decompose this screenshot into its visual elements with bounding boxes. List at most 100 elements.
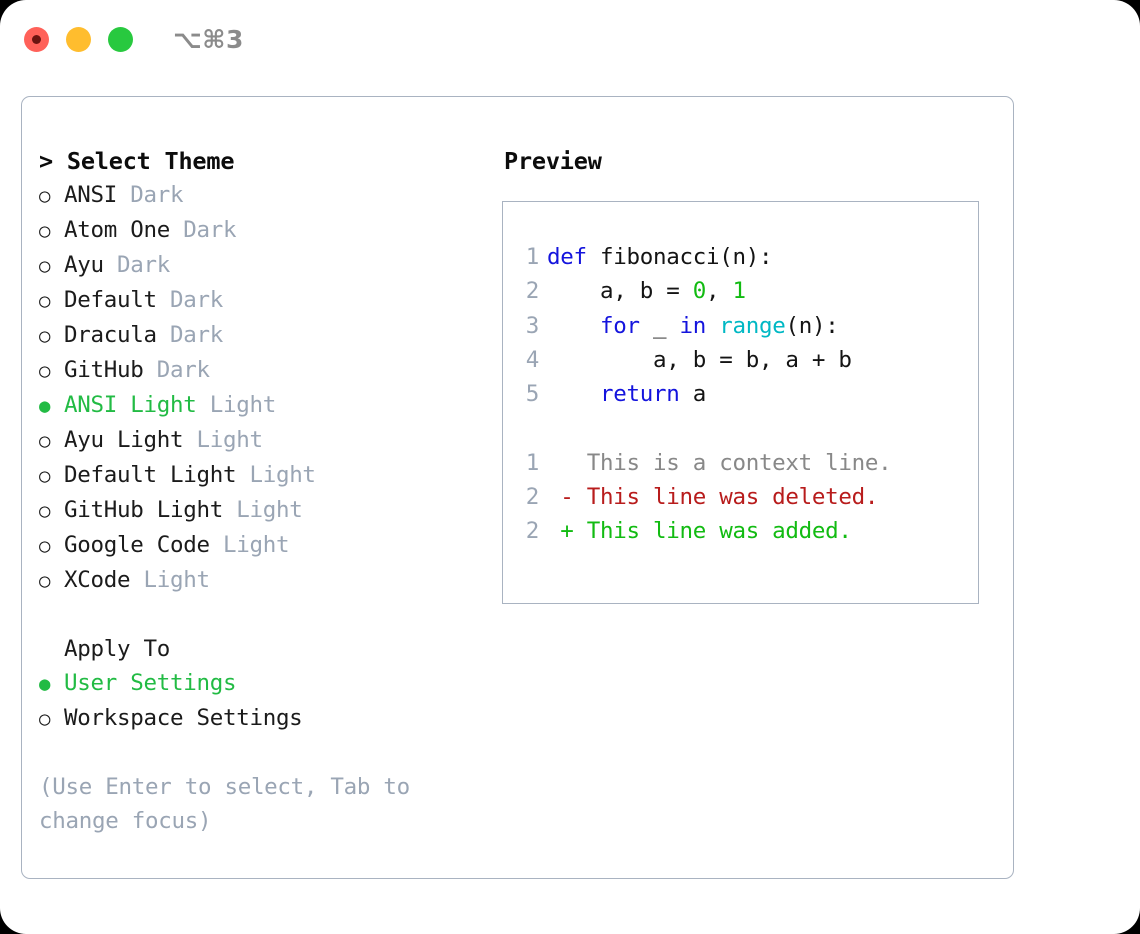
theme-option-label: Ayu bbox=[64, 252, 104, 278]
token-plain bbox=[706, 313, 719, 339]
minimize-button[interactable] bbox=[66, 26, 91, 52]
token-del: - This line was deleted. bbox=[547, 484, 879, 511]
code-line: 3 for _ in range(n): bbox=[503, 309, 978, 343]
theme-option-item[interactable]: ○ Default Light Light bbox=[39, 458, 502, 493]
radio-selected-icon: ● bbox=[39, 395, 51, 417]
theme-variant-badge: Light bbox=[209, 532, 290, 558]
theme-option-label: Dracula bbox=[64, 322, 157, 348]
theme-variant-badge: Light bbox=[196, 392, 277, 418]
radio-unselected-icon: ○ bbox=[39, 500, 51, 522]
theme-option-label: XCode bbox=[64, 567, 131, 593]
token-ctx: This is a context line. bbox=[547, 449, 892, 476]
code-text: a, b = b, a + b bbox=[547, 343, 852, 377]
radio-unselected-icon: ○ bbox=[39, 185, 51, 207]
close-button[interactable] bbox=[24, 26, 49, 52]
theme-option-item[interactable]: ○GitHub Dark bbox=[39, 353, 502, 388]
code-text: def fibonacci(n): bbox=[547, 240, 773, 274]
window-controls bbox=[24, 26, 133, 52]
line-number: 2 bbox=[525, 278, 540, 305]
theme-variant-badge: Dark bbox=[143, 357, 210, 383]
close-icon bbox=[32, 34, 41, 44]
token-kw: for bbox=[600, 312, 640, 339]
theme-variant-badge: Dark bbox=[156, 322, 223, 348]
theme-option-item[interactable]: ○ ANSI Dark bbox=[39, 178, 502, 213]
token-fn: range bbox=[719, 312, 786, 339]
code-line: 5 return a bbox=[503, 377, 978, 411]
token-plain bbox=[547, 381, 600, 407]
code-line: 2 + This line was added. bbox=[503, 514, 978, 548]
radio-unselected-icon: ○ bbox=[39, 290, 51, 312]
theme-option-item[interactable]: ○ XCode Light bbox=[39, 563, 502, 598]
theme-variant-badge: Light bbox=[222, 497, 303, 523]
token-add: + This line was added. bbox=[547, 518, 852, 545]
theme-option-label: GitHub Light bbox=[64, 497, 223, 523]
code-text: for _ in range(n): bbox=[547, 309, 839, 343]
code-line: 1 This is a context line. bbox=[503, 446, 978, 480]
theme-option-item[interactable]: ○Ayu Light Light bbox=[39, 423, 502, 458]
token-num: 0 bbox=[692, 278, 707, 305]
main-panel: > Select Theme ○ANSI Dark○Atom One Dark○… bbox=[21, 96, 1014, 879]
radio-unselected-icon: ○ bbox=[39, 360, 51, 382]
radio-selected-icon: ● bbox=[39, 673, 51, 695]
page-title: > Select Theme bbox=[39, 147, 235, 175]
apply-to-list[interactable]: ● User Settings ○ Workspace Settings bbox=[39, 666, 502, 736]
theme-option-item[interactable]: ○Ayu Dark bbox=[39, 248, 502, 283]
apply-option-label: User Settings bbox=[64, 670, 237, 696]
theme-list[interactable]: ○ANSI Dark○Atom One Dark○Ayu Dark○Defaul… bbox=[39, 178, 502, 598]
theme-option-item[interactable]: ○ Dracula Dark bbox=[39, 318, 502, 353]
radio-unselected-icon: ○ bbox=[39, 570, 51, 592]
token-plain: , bbox=[705, 278, 733, 305]
theme-option-label: ANSI Light bbox=[64, 392, 197, 418]
code-text: + This line was added. bbox=[547, 514, 852, 548]
radio-unselected-icon: ○ bbox=[39, 465, 51, 487]
list-spacer bbox=[39, 598, 502, 632]
theme-variant-badge: Light bbox=[183, 427, 263, 453]
theme-option-label: Ayu Light bbox=[64, 427, 184, 453]
theme-option-item[interactable]: ○ GitHub Light Light bbox=[39, 493, 502, 528]
code-text: return a bbox=[547, 377, 706, 411]
theme-option-item[interactable]: ○Default Dark bbox=[39, 283, 502, 318]
line-number: 1 bbox=[525, 449, 540, 476]
theme-option-label: ANSI bbox=[64, 182, 117, 208]
apply-option-label: Workspace Settings bbox=[64, 705, 303, 731]
token-plain bbox=[547, 313, 600, 339]
radio-unselected-icon: ○ bbox=[39, 708, 51, 730]
token-plain: fibonacci(n): bbox=[586, 244, 773, 270]
code-text: This is a context line. bbox=[547, 446, 892, 480]
theme-variant-badge: Dark bbox=[117, 182, 184, 208]
code-diff-separator bbox=[503, 411, 978, 445]
code-line: 1 def fibonacci(n): bbox=[503, 240, 978, 274]
token-plain: _ bbox=[639, 312, 680, 339]
line-number: 4 bbox=[525, 346, 540, 373]
token-plain: a bbox=[679, 381, 707, 408]
token-kw: def bbox=[547, 244, 587, 270]
code-line: 2 - This line was deleted. bbox=[503, 480, 978, 514]
line-number: 1 bbox=[525, 244, 540, 270]
code-line: 4 a, b = b, a + b bbox=[503, 343, 978, 377]
apply-option-item[interactable]: ● User Settings bbox=[39, 666, 502, 701]
theme-option-item[interactable]: ● ANSI Light Light bbox=[39, 388, 502, 423]
theme-option-item[interactable]: ○Google Code Light bbox=[39, 528, 502, 563]
line-number: 2 bbox=[525, 484, 540, 511]
token-num: 1 bbox=[732, 278, 746, 305]
code-text: - This line was deleted. bbox=[547, 480, 878, 514]
theme-variant-badge: Dark bbox=[156, 287, 223, 313]
apply-option-item[interactable]: ○ Workspace Settings bbox=[39, 701, 502, 736]
title-bar: ⌥⌘3 bbox=[0, 0, 1140, 78]
maximize-button[interactable] bbox=[108, 26, 133, 52]
code-line: 2 a, b = 0, 1 bbox=[503, 274, 978, 308]
theme-variant-badge: Light bbox=[130, 567, 210, 593]
preview-heading: Preview bbox=[504, 147, 602, 175]
theme-option-item[interactable]: ○Atom One Dark bbox=[39, 213, 502, 248]
radio-unselected-icon: ○ bbox=[39, 220, 51, 242]
theme-variant-badge: Light bbox=[236, 462, 316, 488]
token-kw: return bbox=[600, 381, 680, 408]
theme-option-label: Default Light bbox=[64, 462, 237, 488]
radio-unselected-icon: ○ bbox=[39, 325, 51, 347]
token-plain: (n): bbox=[785, 312, 839, 339]
code-text: a, b = 0, 1 bbox=[547, 274, 746, 308]
token-plain: a, b = bbox=[547, 278, 693, 305]
